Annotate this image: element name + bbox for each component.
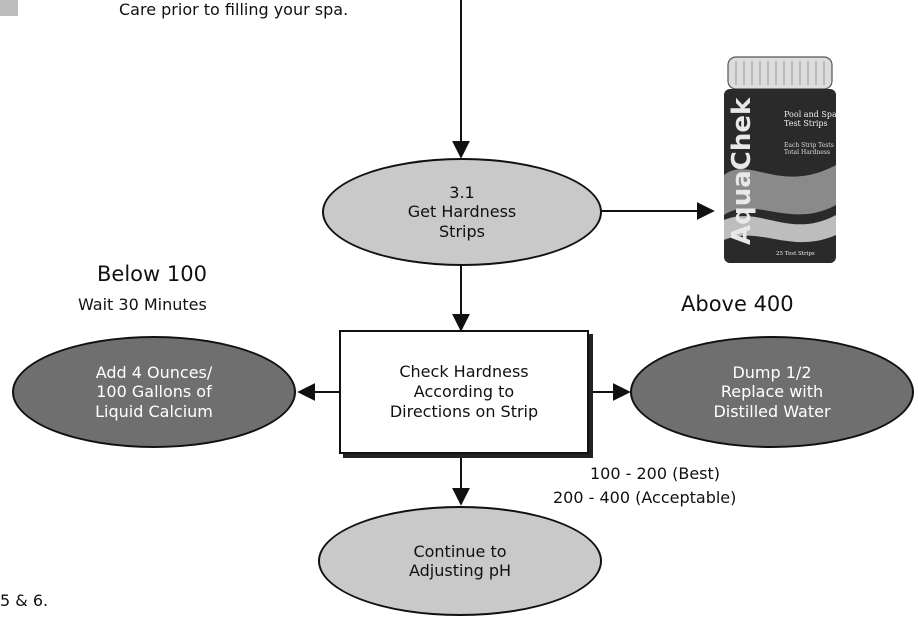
label-below-100: Below 100 bbox=[97, 262, 207, 286]
node-get-hardness-strips: 3.1 Get Hardness Strips bbox=[322, 158, 602, 266]
label-above-400: Above 400 bbox=[681, 292, 794, 316]
node-check-hardness: Check Hardness According to Directions o… bbox=[339, 330, 589, 454]
footer-text: 5 & 6. bbox=[0, 591, 49, 610]
intro-text: Care prior to filling your spa. bbox=[119, 0, 349, 19]
test-strip-bottle-image: AquaChek Pool and Spa Test Strips Each S… bbox=[724, 56, 839, 263]
svg-text:Each Strip Tests Total Har: Each Strip Tests Total Hardness bbox=[784, 142, 836, 156]
corner-tab bbox=[0, 0, 18, 16]
label-range-best: 100 - 200 (Best) bbox=[590, 464, 721, 483]
node-dump-replace: Dump 1/2 Replace with Distilled Water bbox=[630, 336, 914, 448]
product-count: 25 Test Strips bbox=[776, 251, 815, 257]
node-add-calcium: Add 4 Ounces/ 100 Gallons of Liquid Calc… bbox=[12, 336, 296, 448]
node-continue-ph: Continue to Adjusting pH bbox=[318, 506, 602, 616]
svg-text:Pool and Spa Test Strips: Pool and Spa Test Strips bbox=[784, 110, 839, 128]
label-range-acceptable: 200 - 400 (Acceptable) bbox=[553, 488, 737, 507]
product-logo: AquaChek bbox=[727, 97, 757, 245]
label-wait-30: Wait 30 Minutes bbox=[78, 295, 207, 314]
